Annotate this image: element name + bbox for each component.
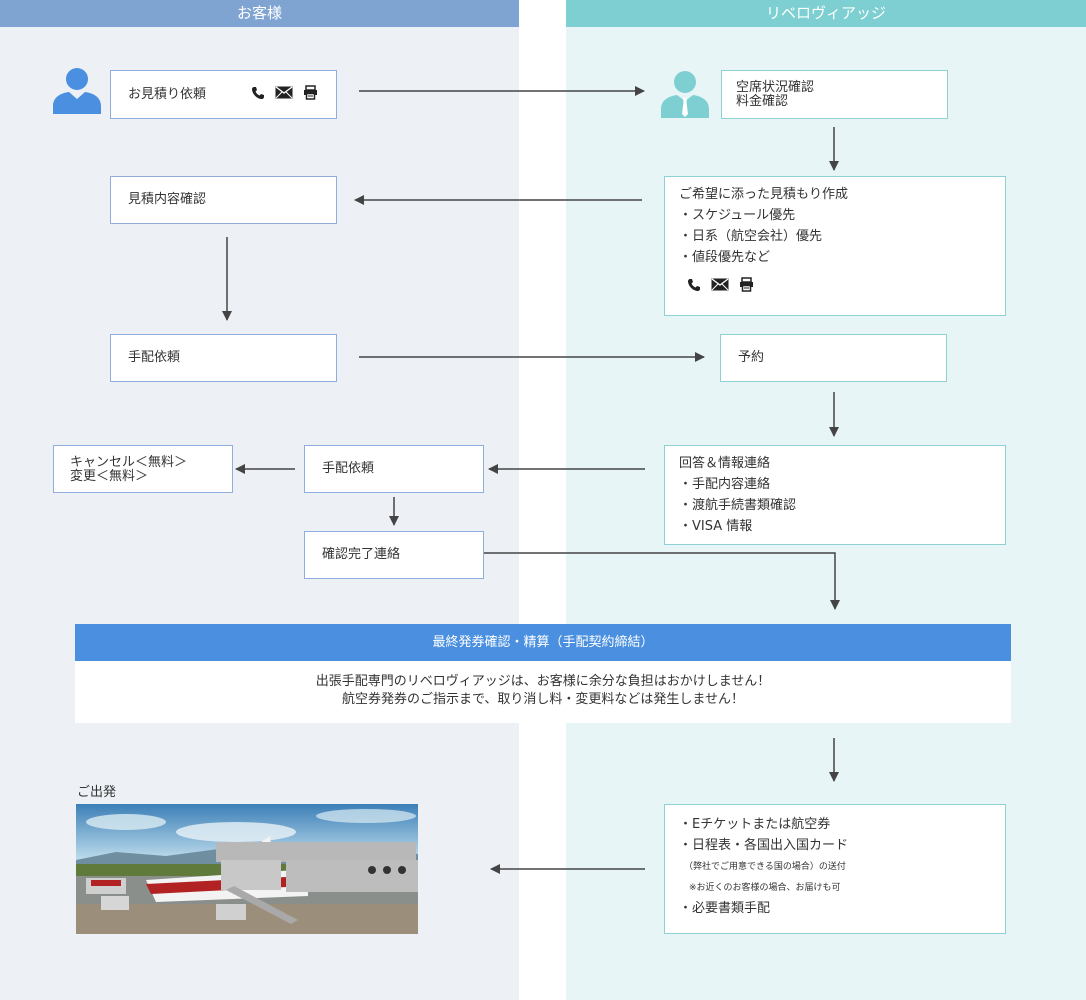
departure-label: ご出発 — [77, 785, 117, 800]
mail-icon — [711, 278, 729, 291]
mail-icon — [275, 86, 293, 99]
customer-header: お客様 — [0, 0, 519, 27]
arrow-confirm-to-final — [484, 552, 840, 610]
phone-icon — [252, 86, 264, 99]
proposal-item-1: ・スケジュール優先 — [679, 208, 796, 223]
fax-icon — [304, 85, 317, 100]
delivery-box: ・Eチケットまたは航空券 ・日程表・各国出入国カード （弊社でご用意できる国の場… — [664, 804, 1006, 934]
arrangement-request-2-box: 手配依頼 — [304, 445, 484, 493]
answer-item-1: ・手配内容連絡 — [679, 477, 771, 492]
quote-check-label: 見積内容確認 — [128, 192, 207, 207]
cancel-box: キャンセル＜無料＞ 変更＜無料＞ — [53, 445, 233, 493]
airplane-photo — [76, 804, 418, 934]
agent-icon — [661, 71, 709, 118]
quote-check-box: 見積内容確認 — [110, 176, 337, 224]
confirm-done-box: 確認完了連絡 — [304, 531, 484, 579]
confirm-done-label: 確認完了連絡 — [322, 547, 401, 562]
arrangement-request-label: 手配依頼 — [128, 350, 181, 365]
notice-line-1: 出張手配専門のリベロヴィアッジは、お客様に余分な負担はおかけしません！ — [315, 674, 771, 689]
cancel-line-1: キャンセル＜無料＞ — [70, 455, 188, 470]
answer-title: 回答＆情報連絡 — [679, 456, 771, 471]
answer-box: 回答＆情報連絡 ・手配内容連絡 ・渡航手続書類確認 ・VISA 情報 — [664, 445, 1006, 545]
notice-box: 出張手配専門のリベロヴィアッジは、お客様に余分な負担はおかけしません！ 航空券発… — [75, 661, 1011, 723]
proposal-item-2: ・日系（航空会社）優先 — [679, 229, 823, 244]
availability-line-1: 空席状況確認 — [736, 80, 815, 95]
agency-header: リベロヴィアッジ — [566, 0, 1086, 27]
delivery-note-1: （弊社でご用意できる国の場合）の送付 — [684, 862, 846, 872]
user-icon — [53, 68, 101, 114]
arrangement-request-2-label: 手配依頼 — [322, 461, 375, 476]
delivery-line-1: ・Eチケットまたは航空券 — [679, 817, 831, 832]
quote-request-box: お見積り依頼 — [110, 70, 337, 119]
availability-box: 空席状況確認 料金確認 — [721, 70, 948, 119]
delivery-note-2: ※お近くのお客様の場合、お届けも可 — [689, 883, 841, 893]
proposal-title: ご希望に添った見積もり作成 — [679, 187, 849, 202]
delivery-line-3: ・必要書類手配 — [679, 901, 771, 916]
answer-item-3: ・VISA 情報 — [679, 519, 753, 534]
fax-icon — [740, 277, 753, 292]
arrangement-request-box: 手配依頼 — [110, 334, 337, 382]
delivery-line-2: ・日程表・各国出入国カード — [679, 838, 849, 853]
availability-line-2: 料金確認 — [736, 94, 789, 109]
contact-icons-2 — [687, 277, 754, 292]
proposal-box: ご希望に添った見積もり作成 ・スケジュール優先 ・日系（航空会社）優先 ・値段優… — [664, 176, 1006, 316]
final-banner: 最終発券確認・精算（手配契約締結） — [75, 624, 1011, 661]
proposal-item-3: ・値段優先など — [679, 250, 771, 265]
contact-icons — [251, 85, 318, 100]
cancel-line-2: 変更＜無料＞ — [70, 469, 149, 484]
quote-request-label: お見積り依頼 — [128, 87, 207, 102]
reservation-label: 予約 — [738, 350, 765, 365]
phone-icon — [688, 278, 700, 291]
notice-line-2: 航空券発券のご指示まで、取り消し料・変更料などは発生しません！ — [341, 692, 745, 707]
answer-item-2: ・渡航手続書類確認 — [679, 498, 797, 513]
reservation-box: 予約 — [720, 334, 947, 382]
